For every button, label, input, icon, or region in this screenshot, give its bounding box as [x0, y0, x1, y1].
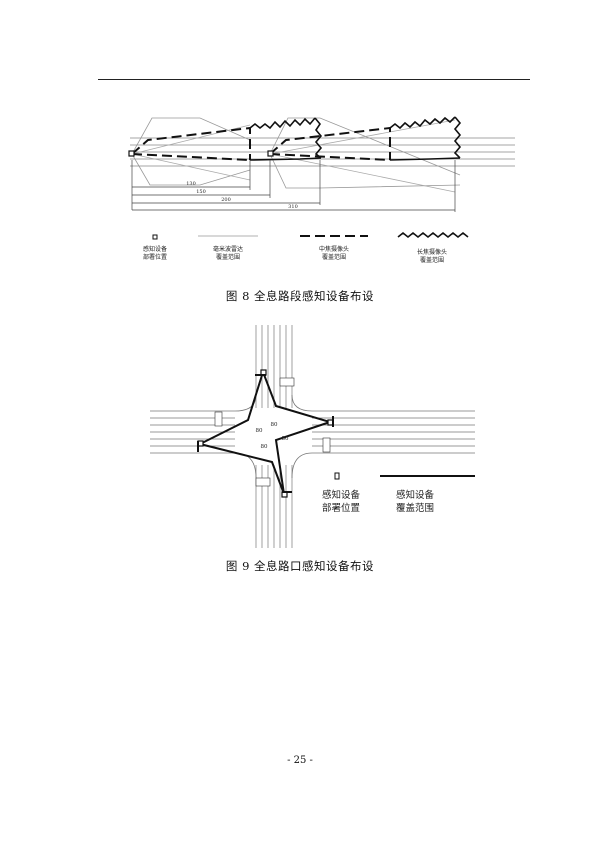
range-label: 80: [261, 444, 268, 450]
range-label: 80: [256, 428, 263, 434]
long-camera-coverage: [249, 116, 462, 161]
vertical-road-lanes: [255, 325, 293, 548]
device-marker: [197, 440, 204, 447]
device-marker: [260, 369, 267, 376]
legend-coverage-label: 感知设备: [396, 489, 435, 501]
device-marker: [281, 491, 288, 498]
figure-9-legend: 感知设备 部署位置 感知设备 覆盖范围: [322, 472, 475, 514]
legend-device-symbol: [152, 234, 158, 240]
figure-8-legend: 感知设备 部署位置 毫米波雷达 覆盖范围 中焦摄像头 覆盖范围 长焦摄像头 覆盖…: [143, 231, 469, 264]
legend-long-camera-symbol: [397, 231, 469, 239]
device-marker: [327, 419, 334, 426]
figure-8-road-section: 130 150 200 310 感知设备 部署位置 毫米波雷达 覆盖范围 中焦摄…: [128, 116, 515, 264]
dimension-label: 310: [288, 204, 298, 210]
legend-radar-label: 覆盖范围: [216, 253, 240, 261]
legend-radar-label: 毫米波雷达: [213, 245, 243, 253]
device-marker: [267, 150, 274, 157]
crosswalk-markers: [214, 377, 331, 487]
dimension-label: 150: [196, 189, 206, 195]
curb-curves: [234, 394, 313, 479]
legend-mid-camera-label: 中焦摄像头: [319, 245, 349, 253]
road-lanes: [130, 137, 515, 167]
legend-device-label: 感知设备: [143, 245, 167, 253]
mid-camera-coverage: [131, 126, 391, 161]
range-label: 80: [282, 436, 289, 442]
dimension-label: 200: [221, 197, 231, 203]
legend-mid-camera-label: 覆盖范围: [322, 253, 346, 261]
horizontal-road-lanes: [150, 410, 475, 454]
range-label: 80: [271, 422, 278, 428]
device-markers: [128, 150, 274, 157]
legend-device-label: 部署位置: [322, 502, 360, 514]
page-number: - 25 -: [287, 755, 313, 766]
figure-9-caption: 图 9 全息路口感知设备布设: [225, 559, 375, 573]
intersection-devices: [197, 369, 334, 498]
figure-8-caption: 图 8 全息路段感知设备布设: [225, 289, 375, 303]
dimension-lines: [131, 160, 456, 212]
legend-long-camera-label: 覆盖范围: [420, 256, 444, 264]
device-marker: [128, 150, 135, 157]
legend-device-label: 感知设备: [322, 489, 361, 501]
legend-device-symbol: [334, 472, 340, 480]
dimension-label: 130: [186, 181, 196, 187]
coverage-boundary: [197, 371, 334, 495]
legend-long-camera-label: 长焦摄像头: [417, 248, 447, 256]
header-rule: [98, 79, 530, 80]
radar-coverage: [131, 117, 461, 193]
legend-device-label: 部署位置: [143, 253, 167, 261]
legend-coverage-label: 覆盖范围: [396, 502, 434, 514]
